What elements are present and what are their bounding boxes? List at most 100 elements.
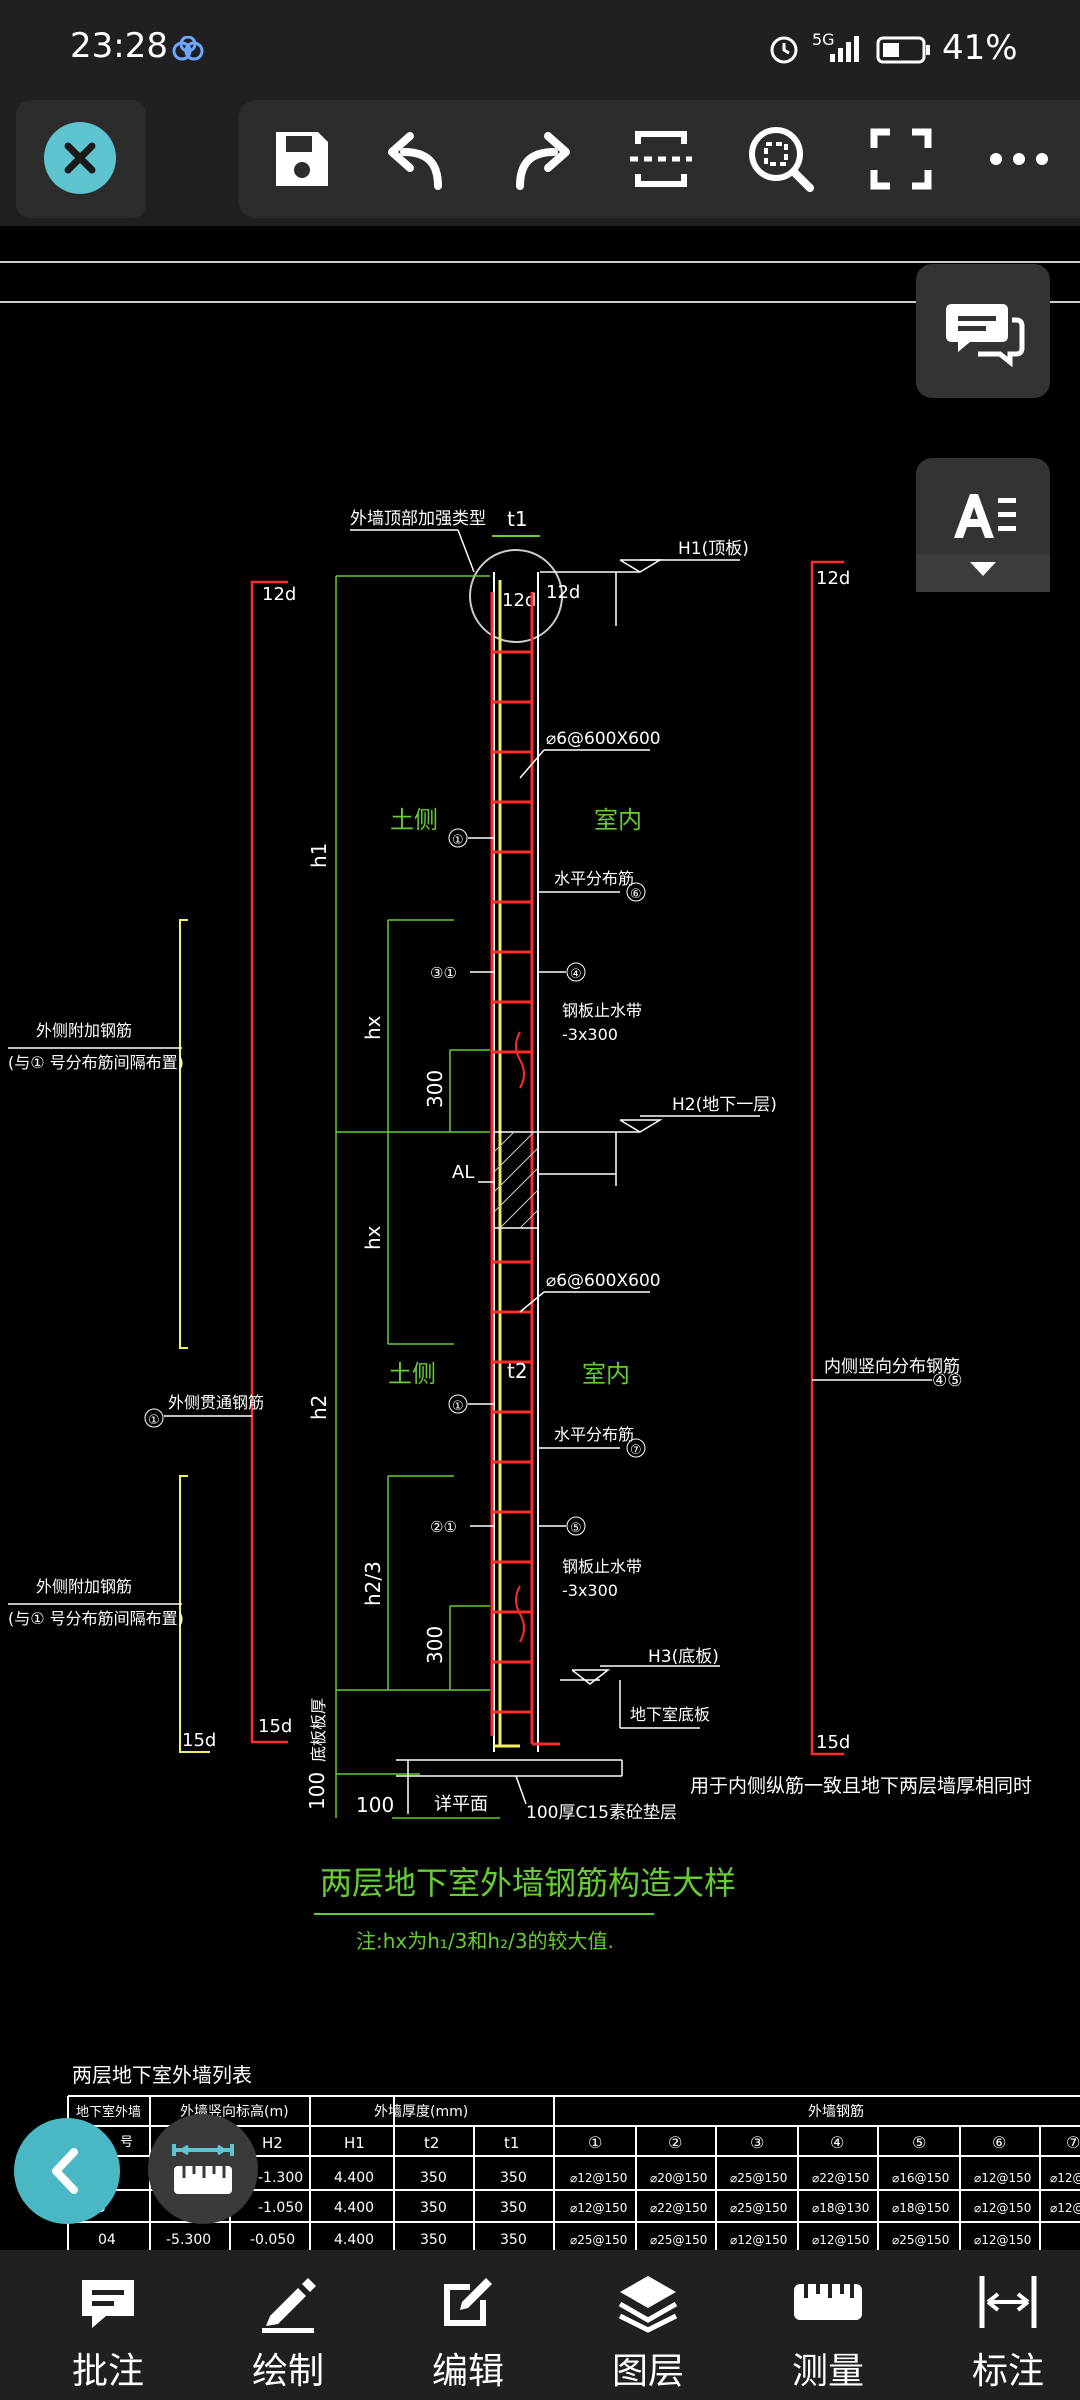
indoor-1: 室内 — [594, 806, 642, 834]
text-style-button[interactable] — [916, 458, 1050, 592]
svg-text:300: 300 — [423, 1070, 447, 1108]
svg-text:h2/3: h2/3 — [361, 1561, 385, 1606]
base-slab-label: 地下室底板 — [630, 1705, 710, 1724]
ruler-icon — [172, 2144, 234, 2194]
svg-text:-3x300: -3x300 — [562, 1025, 618, 1044]
svg-text:hx: hx — [361, 1015, 385, 1040]
comments-button[interactable] — [916, 264, 1050, 398]
svg-text:15d: 15d — [816, 1732, 850, 1753]
top-toolbar — [0, 86, 1080, 226]
close-icon — [64, 142, 96, 174]
svg-text:-5.300: -5.300 — [166, 2232, 211, 2248]
svg-text:⑥: ⑥ — [630, 887, 642, 902]
svg-text:⌀16@150: ⌀16@150 — [892, 2171, 949, 2185]
zoom-window-icon — [749, 127, 814, 192]
svg-text:H1: H1 — [344, 2134, 365, 2152]
svg-text:①: ① — [452, 1399, 464, 1414]
nav-edit[interactable]: 编辑 — [378, 2250, 558, 2400]
svg-text:⑤: ⑤ — [912, 2133, 926, 2152]
svg-text:H2: H2 — [262, 2134, 283, 2152]
back-button[interactable] — [14, 2118, 120, 2224]
cad-drawing: 外墙顶部加强类型 t1 12d 12d H1(顶板) 12d 15d 12d 1… — [0, 261, 1080, 2250]
drawing-canvas[interactable]: 外墙顶部加强类型 t1 12d 12d H1(顶板) 12d 15d 12d 1… — [0, 226, 1080, 2250]
comments-icon — [946, 304, 1025, 368]
svg-text:②①: ②① — [430, 1518, 457, 1536]
svg-text:350: 350 — [500, 2232, 527, 2248]
nav-dimension-label: 标注 — [971, 2351, 1044, 2392]
nav-layers[interactable]: 图层 — [558, 2250, 738, 2400]
cushion-label: 100厚C15素砼垫层 — [526, 1803, 677, 1823]
window-select-button[interactable] — [616, 114, 706, 204]
svg-text:300: 300 — [423, 1626, 447, 1664]
redo-button[interactable] — [494, 114, 584, 204]
svg-text:h1: h1 — [307, 843, 331, 868]
cloud-sync-icon — [172, 36, 204, 61]
svg-text:①: ① — [148, 1413, 160, 1428]
svg-text:350: 350 — [500, 2200, 527, 2216]
svg-text:水平分布筋: 水平分布筋 — [554, 869, 634, 888]
svg-text:04: 04 — [98, 2232, 116, 2248]
save-icon — [276, 132, 328, 186]
nav-layers-label: 图层 — [611, 2351, 684, 2392]
svg-text:12d: 12d — [546, 582, 580, 603]
svg-text:⑥: ⑥ — [992, 2133, 1006, 2152]
ext-add-label-1: 外侧附加钢筋 — [36, 1021, 132, 1040]
bottom-navigation: 批注 绘制 编辑 图层 测量 — [0, 2250, 1080, 2400]
svg-text:⌀12@: ⌀12@ — [1050, 2201, 1080, 2215]
h1-level-label: H1(顶板) — [678, 539, 749, 559]
t1-label: t1 — [507, 507, 528, 531]
svg-text:12d: 12d — [502, 590, 536, 611]
nav-annotate-label: 批注 — [71, 2351, 144, 2392]
nav-edit-label: 编辑 — [431, 2351, 504, 2392]
svg-text:水平分布筋: 水平分布筋 — [554, 1425, 634, 1444]
more-button[interactable] — [974, 114, 1064, 204]
window-select-icon — [630, 131, 692, 187]
undo-button[interactable] — [374, 114, 464, 204]
h2-level-label: H2(地下一层) — [672, 1095, 777, 1115]
svg-text:③: ③ — [750, 2133, 764, 2152]
h3-level-label: H3(底板) — [648, 1647, 719, 1667]
chevron-left-icon — [52, 2148, 78, 2194]
status-bar: 23:28 5G 41% — [0, 0, 1080, 86]
fullscreen-icon — [870, 128, 932, 190]
svg-text:t2: t2 — [424, 2134, 439, 2152]
svg-text:⌀12@150: ⌀12@150 — [570, 2201, 627, 2215]
quick-measure-button[interactable] — [148, 2114, 258, 2224]
close-button[interactable] — [44, 122, 116, 194]
svg-text:⌀12@150: ⌀12@150 — [974, 2201, 1031, 2215]
nav-measure[interactable]: 测量 — [738, 2250, 918, 2400]
close-button-container — [16, 100, 146, 218]
svg-text:钢板止水带: 钢板止水带 — [562, 1557, 642, 1576]
svg-text:350: 350 — [420, 2200, 447, 2216]
annotate-icon — [82, 2280, 134, 2328]
svg-text:①: ① — [452, 833, 464, 848]
svg-text:h2: h2 — [307, 1395, 331, 1420]
svg-text:350: 350 — [500, 2170, 527, 2186]
nav-dimension[interactable]: 标注 — [918, 2250, 1080, 2400]
soil-side-2: 土侧 — [388, 1360, 436, 1388]
svg-text:⑦: ⑦ — [1066, 2133, 1080, 2152]
svg-text:-1.300: -1.300 — [258, 2170, 303, 2186]
svg-text:15d: 15d — [182, 1730, 216, 1751]
svg-text:-0.050: -0.050 — [250, 2232, 295, 2248]
svg-text:AL: AL — [452, 1162, 474, 1183]
svg-text:⌀12@150: ⌀12@150 — [730, 2233, 787, 2247]
t2-label: t2 — [507, 1359, 528, 1383]
zoom-window-button[interactable] — [736, 114, 826, 204]
fullscreen-button[interactable] — [856, 114, 946, 204]
svg-text:⌀12@: ⌀12@ — [1050, 2171, 1080, 2185]
nav-annotate[interactable]: 批注 — [18, 2250, 198, 2400]
svg-text:⌀25@150: ⌀25@150 — [892, 2233, 949, 2247]
svg-text:4.400: 4.400 — [334, 2170, 374, 2186]
save-button[interactable] — [256, 114, 346, 204]
more-icon — [990, 153, 1048, 165]
nav-draw[interactable]: 绘制 — [198, 2250, 378, 2400]
svg-text:⌀12@150: ⌀12@150 — [974, 2233, 1031, 2247]
svg-text:⌀25@150: ⌀25@150 — [650, 2233, 707, 2247]
alarm-icon — [770, 36, 798, 64]
svg-text:⌀18@150: ⌀18@150 — [892, 2201, 949, 2215]
redo-icon — [516, 132, 570, 190]
svg-text:④: ④ — [830, 2133, 844, 2152]
nav-measure-label: 测量 — [791, 2351, 864, 2392]
svg-text:⑤: ⑤ — [570, 1521, 582, 1536]
